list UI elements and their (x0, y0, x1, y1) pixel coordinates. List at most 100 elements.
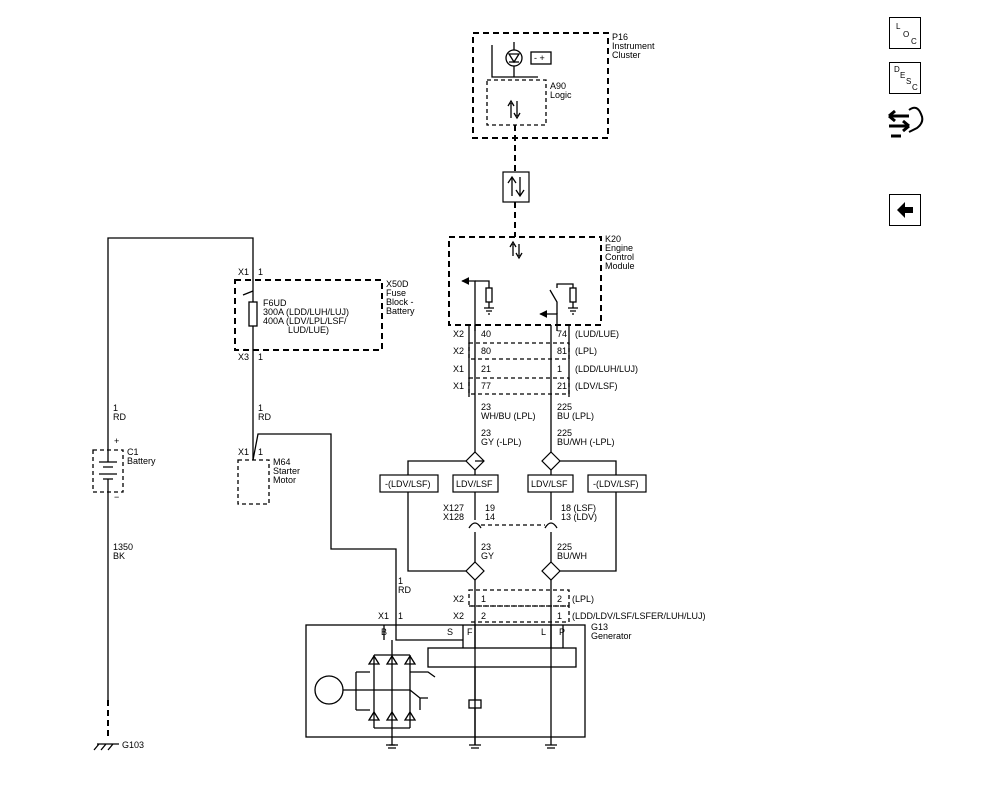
gen-pin-note-2: (LDD/LDV/LSF/LSFER/LUH/LUJ) (572, 611, 706, 621)
wire-batt-pos-num: 1 (113, 403, 118, 413)
gen-term-f: F (467, 627, 473, 637)
x128-pin-right: 13 (LDV) (561, 512, 597, 522)
m64-ref: M64 (273, 457, 291, 467)
a90-label: Logic (550, 90, 572, 100)
gen-term-s: S (447, 627, 453, 637)
x1-gen-pin: 1 (398, 611, 403, 621)
back-button[interactable] (889, 194, 921, 226)
wire-left-b-num: 23 (481, 428, 491, 438)
wire-right-a-num: 225 (557, 402, 572, 412)
p16-ref: P16 (612, 32, 628, 42)
battery (92, 405, 124, 751)
x128-pin-left: 14 (485, 512, 495, 522)
option-label-1: -(LDV/LSF) (385, 479, 431, 489)
wire-right-b-num: 225 (557, 428, 572, 438)
k20-label-2: Control (605, 252, 634, 262)
wire-batt-pos-col: RD (113, 412, 126, 422)
arrow-left-icon (897, 202, 913, 218)
desc-letter-d: D (894, 65, 900, 74)
gen-term-l: L (541, 627, 546, 637)
wire-batt-neg-col: BK (113, 551, 125, 561)
logic-module (486, 79, 547, 126)
gen-pin-conn-2: X2 (453, 611, 464, 621)
connector-views-icon[interactable] (887, 102, 927, 142)
x3-fuse-pin: 1 (258, 352, 263, 362)
wire-right-b-col: BU/WH (-LPL) (557, 437, 615, 447)
k20-label-3: Module (605, 261, 635, 271)
wire-left-b-col: GY (-LPL) (481, 437, 521, 447)
f6ud-rating-3: LUD/LUE) (288, 325, 329, 335)
location-button[interactable]: L O C (889, 17, 921, 49)
fuse-block (234, 279, 383, 351)
x50d-ref: X50D (386, 279, 409, 289)
x1-gen-conn: X1 (378, 611, 389, 621)
x50d-label-1: Fuse (386, 288, 406, 298)
k20-label-1: Engine (605, 243, 633, 253)
g13-label: Generator (591, 631, 632, 641)
a90-ref: A90 (550, 81, 566, 91)
ecm-pin-left-4: 77 (481, 381, 491, 391)
g13-ref: G13 (591, 622, 608, 632)
wire-batt-neg-num: 1350 (113, 542, 133, 552)
f6ud-rating-2: 400A (LDV/LPL/LSF/ (263, 316, 347, 326)
battery-minus: − (114, 492, 119, 502)
x127-ref: X127 (443, 503, 464, 513)
m64-label-2: Motor (273, 475, 296, 485)
c1-label: Battery (127, 456, 156, 466)
gen-pin-left-2: 2 (481, 611, 486, 621)
battery-feed-wire (107, 237, 254, 405)
ecm-pin-note-4: (LDV/LSF) (575, 381, 618, 391)
loc-letter-c: C (911, 37, 917, 46)
c1-ref: C1 (127, 447, 139, 457)
instrument-cluster: - + (472, 32, 609, 139)
gen-pin-right-2: 1 (557, 611, 562, 621)
desc-letter-s: S (906, 77, 912, 86)
battery-plus: + (114, 436, 119, 446)
k20-ref: K20 (605, 234, 621, 244)
ecm-pin-conn-2: X2 (453, 346, 464, 356)
engine-control-module (448, 236, 602, 331)
ecm-pin-rows (468, 325, 570, 397)
loc-letter-l: L (896, 22, 901, 31)
wire-starter-col: RD (398, 585, 411, 595)
desc-letter-c: C (912, 83, 918, 92)
loc-letter-o: O (903, 30, 910, 39)
wire-left-a-num: 23 (481, 402, 491, 412)
signal-wires-upper (474, 325, 552, 452)
wire-right-c-num: 225 (557, 542, 572, 552)
option-label-4: -(LDV/LSF) (593, 479, 639, 489)
gen-term-b: B (381, 627, 387, 637)
option-box-1 (379, 474, 439, 493)
x1-fuse-pin: 1 (258, 267, 263, 277)
ecm-pin-right-1: 74 (557, 329, 567, 339)
gen-term-p: P (559, 627, 565, 637)
x1-starter-conn: X1 (238, 447, 249, 457)
generator-ground-symbols (386, 744, 557, 749)
p16-label-2: Cluster (612, 50, 641, 60)
ecm-pin-right-4: 21 (557, 381, 567, 391)
g103-ref: G103 (122, 740, 144, 750)
serial-data-symbol (502, 171, 530, 203)
wire-right-c-col: BU/WH (557, 551, 587, 561)
option-label-2: LDV/LSF (456, 479, 493, 489)
gen-pin-conn-1: X2 (453, 594, 464, 604)
ecm-pin-note-3: (LDD/LUH/LUJ) (575, 364, 638, 374)
ecm-pin-right-2: 81 (557, 346, 567, 356)
wire-right-a-col: BU (LPL) (557, 411, 594, 421)
x127-pin-left: 19 (485, 503, 495, 513)
x128-ref: X128 (443, 512, 464, 522)
wire-left-a-col: WH/BU (LPL) (481, 411, 536, 421)
wire-left-c-num: 23 (481, 542, 491, 552)
svg-text:- +: - + (534, 53, 545, 63)
ecm-pin-left-3: 21 (481, 364, 491, 374)
m64-label-1: Starter (273, 466, 300, 476)
ecm-pin-left-2: 80 (481, 346, 491, 356)
ecm-pin-left-1: 40 (481, 329, 491, 339)
option-box-4 (587, 474, 647, 493)
starter-motor (237, 433, 397, 625)
x50d-label-3: Battery (386, 306, 415, 316)
gen-pin-left-1: 1 (481, 594, 486, 604)
ecm-pin-note-2: (LPL) (575, 346, 597, 356)
description-button[interactable]: D E S C (889, 62, 921, 94)
x50d-label-2: Block - (386, 297, 414, 307)
